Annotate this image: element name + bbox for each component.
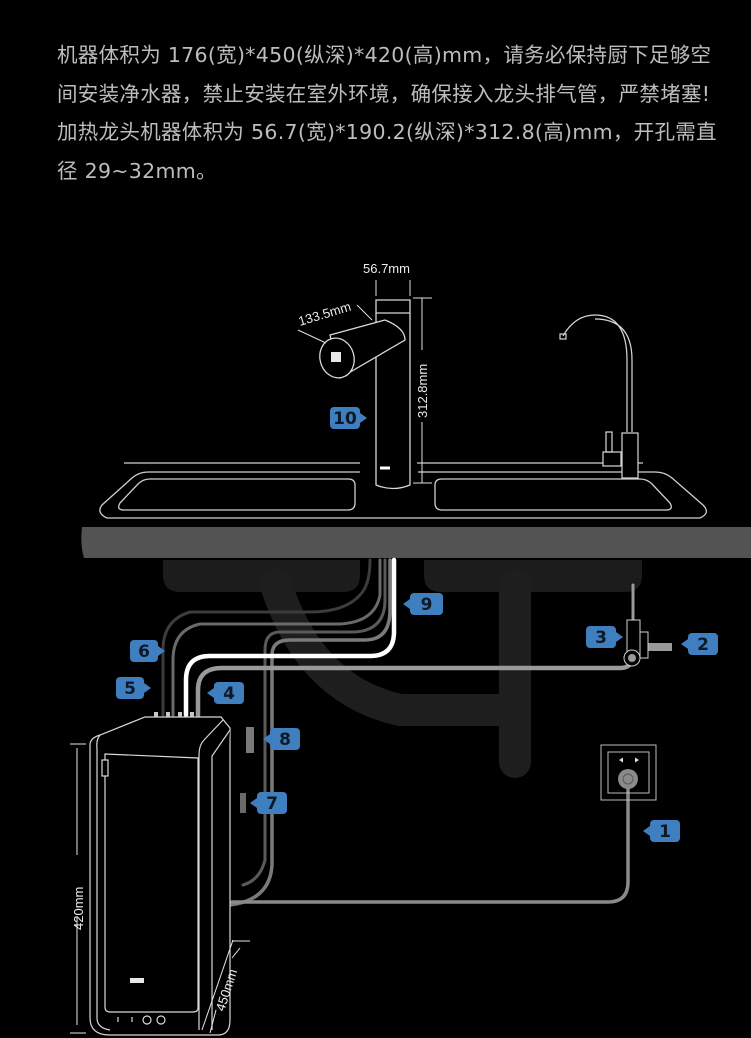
- callout-pointer-icon: [158, 646, 165, 656]
- callout-badge: [116, 677, 144, 699]
- drain-connector-7: [240, 793, 246, 813]
- callout-badge: [270, 728, 300, 750]
- drain-pipe-7: [241, 558, 387, 887]
- callout-inlet-pipe: 4: [207, 682, 244, 704]
- callout-heating-faucet: 10: [330, 407, 367, 429]
- wastewater-pipe-8: [228, 558, 392, 907]
- pipe-5: [171, 558, 382, 717]
- callout-badge: [214, 682, 244, 704]
- callout-pointer-icon: [144, 683, 151, 693]
- unit-button-icon: [142, 1015, 152, 1025]
- callout-badge: [410, 593, 443, 615]
- unit-height-label: 420mm: [71, 887, 86, 930]
- wall-socket: [600, 744, 657, 801]
- callout-pointer-icon: [643, 826, 650, 836]
- unit-dimension-lines: [70, 743, 250, 1034]
- intro-paragraph-faucet: 加热龙头机器体积为 56.7(宽)*190.2(纵深)*312.8(高)mm，开…: [57, 120, 717, 183]
- unit-button-icon: [156, 1015, 166, 1025]
- callout-badge: [586, 626, 616, 648]
- callout-drain-connector: 7: [250, 792, 287, 814]
- standard-faucet: [559, 314, 639, 479]
- callout-badge: [330, 407, 360, 429]
- right-basin: [434, 478, 672, 511]
- callout-pipe-5: 5: [116, 677, 151, 699]
- callout-pointer-icon: [360, 413, 367, 423]
- callout-number: 5: [124, 679, 136, 699]
- power-cord: [230, 778, 630, 904]
- callout-badge: [650, 820, 680, 842]
- callout-number: 8: [279, 730, 291, 750]
- callout-power-cord: 1: [643, 820, 680, 842]
- callout-pointer-icon: [263, 734, 270, 744]
- countertop: [81, 527, 751, 558]
- callout-pointer-icon: [616, 632, 623, 642]
- callout-pointer-icon: [403, 599, 410, 609]
- callout-pointer-icon: [681, 639, 688, 649]
- faucet-logo-icon: [331, 352, 341, 362]
- intro-paragraph-unit: 机器体积为 176(宽)*450(纵深)*420(高)mm，请务必保持厨下足够空…: [57, 43, 712, 106]
- callout-water-inlet: 2: [681, 633, 718, 655]
- faucet-supply-pipe-9: [183, 557, 397, 718]
- purifier-unit: [89, 712, 231, 1036]
- callout-number: 4: [223, 684, 235, 704]
- callout-badge: [130, 640, 158, 662]
- socket-holes-icon: [619, 757, 639, 763]
- wastewater-connector-8: [246, 727, 254, 753]
- callout-number: 1: [659, 822, 671, 842]
- callout-number: 6: [138, 642, 150, 662]
- left-basin: [118, 478, 356, 511]
- callout-inlet-valve: 3: [586, 626, 623, 648]
- faucet-width-label: 56.7mm: [363, 261, 410, 276]
- faucet-spout-label: 133.5mm: [296, 299, 352, 329]
- callout-badge: [257, 792, 287, 814]
- faucet-height-label: 312.8mm: [415, 364, 430, 418]
- left-bowl-underside: [163, 560, 360, 592]
- callouts: 1 2 3 4 56 7 8 9 10: [116, 407, 718, 842]
- callout-wastewater-connector: 8: [263, 728, 300, 750]
- callout-badge: [688, 633, 718, 655]
- callout-pipe-6: 6: [130, 640, 165, 662]
- sink-bowls-underside: [163, 560, 642, 592]
- callout-pointer-icon: [207, 688, 214, 698]
- callout-number: 9: [421, 595, 433, 615]
- inlet-valve: [623, 619, 649, 667]
- callout-number: 2: [697, 635, 709, 655]
- faucet-dimension-lines: [297, 280, 432, 484]
- unit-ports: [154, 712, 194, 717]
- pipe-6: [161, 558, 372, 717]
- callout-number: 3: [595, 628, 607, 648]
- callout-number: 7: [266, 794, 278, 814]
- callout-pointer-icon: [250, 798, 257, 808]
- unit-logo-icon: [130, 978, 144, 983]
- heating-faucet: [319, 299, 411, 490]
- callout-faucet-supply-pipe: 9: [403, 593, 443, 615]
- right-bowl-underside: [424, 560, 642, 592]
- callout-number: 10: [333, 409, 357, 429]
- intro-text: 机器体积为 176(宽)*450(纵深)*420(高)mm，请务必保持厨下足够空…: [57, 36, 717, 190]
